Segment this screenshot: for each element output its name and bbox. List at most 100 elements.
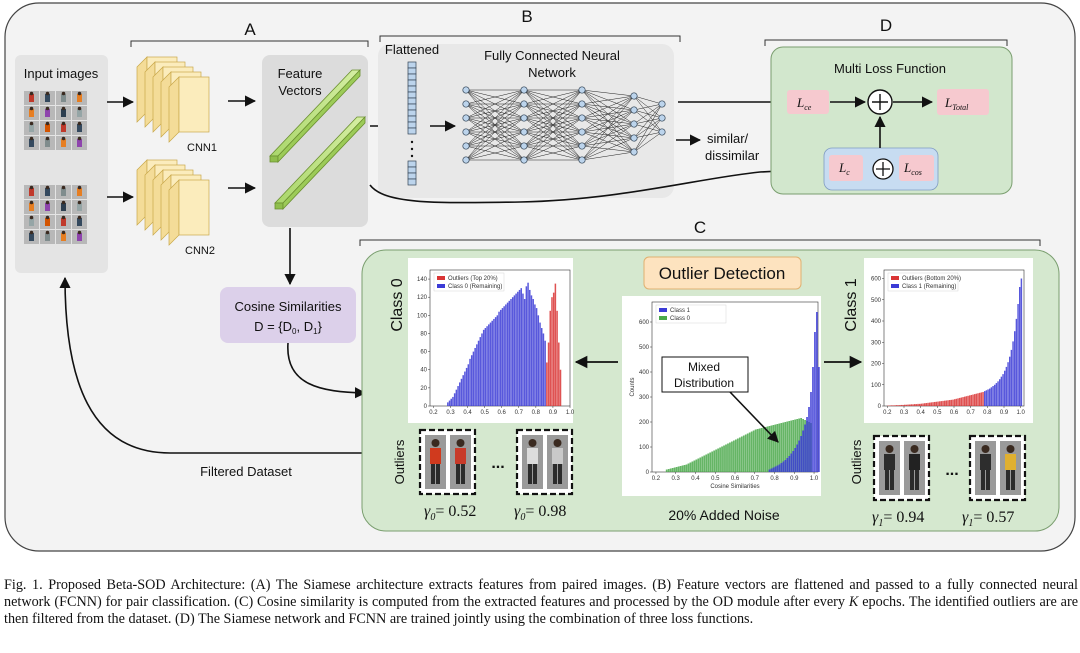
- arrow-mixed-annotation: [729, 391, 779, 443]
- histogram-bar: [900, 404, 903, 406]
- histogram-bar: [917, 403, 919, 406]
- histogram-bar: [447, 402, 449, 406]
- histogram-bar: [671, 468, 674, 472]
- x-tick-label: 0.8: [532, 410, 541, 416]
- histogram-bar: [508, 300, 511, 406]
- nn-node: [630, 106, 638, 114]
- legend-swatch: [891, 284, 899, 288]
- nn-edge: [633, 103, 663, 153]
- histogram-bar: [1019, 287, 1021, 406]
- gamma-label: γ1= 0.57: [962, 509, 1014, 529]
- histogram-bar: [974, 394, 976, 406]
- flattened-label: Flattened: [385, 42, 439, 57]
- histogram-bar: [707, 453, 710, 472]
- histogram-bar: [481, 333, 483, 406]
- nn-node: [462, 86, 470, 94]
- fcnn-panel: [378, 44, 674, 198]
- y-tick-label: 80: [420, 331, 427, 337]
- histogram-bar: [794, 419, 797, 472]
- histogram-bar: [970, 394, 973, 406]
- histogram-bar: [919, 403, 921, 406]
- histogram-bar: [542, 333, 545, 406]
- outlier-pair: [968, 434, 1027, 502]
- ltotal-symbol: LTotal: [944, 95, 969, 112]
- histogram-bar: [954, 399, 956, 406]
- x-tick-label: 0.9: [790, 476, 799, 482]
- nn-edge: [523, 89, 583, 147]
- histogram-bar: [488, 324, 490, 406]
- histogram-bar: [559, 369, 562, 406]
- x-tick-label: 1.0: [1016, 410, 1025, 416]
- histogram-bar: [932, 402, 934, 406]
- histogram-bar: [762, 427, 765, 472]
- histogram-bar: [667, 469, 670, 472]
- arrow-filtered-dataset: [59, 276, 362, 454]
- x-tick-label: 0.6: [731, 476, 740, 482]
- histogram-bar: [925, 403, 928, 406]
- histogram-bar: [1007, 362, 1009, 406]
- histogram-bar: [715, 449, 718, 472]
- nn-node: [658, 128, 666, 136]
- nn-edge: [633, 131, 663, 153]
- histogram-bar: [479, 337, 482, 406]
- x-tick-label: 0.3: [900, 410, 909, 416]
- histogram-bar: [470, 355, 473, 406]
- histogram-bar: [929, 402, 931, 406]
- nn-node: [578, 100, 586, 108]
- y-tick-label: 100: [871, 383, 882, 389]
- y-tick-label: 200: [871, 362, 882, 368]
- arrow-features-lc: [369, 163, 819, 204]
- histogram-bar: [1015, 318, 1018, 406]
- x-tick-label: 0.9: [549, 410, 558, 416]
- histogram-bar: [472, 351, 475, 406]
- histogram-bar: [544, 340, 546, 406]
- histogram-bar: [744, 434, 747, 472]
- histogram-bar: [723, 445, 725, 472]
- x-tick-label: 0.9: [1000, 410, 1009, 416]
- class0-label: Class 0: [389, 278, 406, 331]
- histogram-bar: [969, 395, 971, 406]
- legend-swatch: [891, 276, 899, 280]
- nn-edge: [523, 145, 583, 161]
- histogram-bar: [798, 440, 801, 472]
- y-tick-label: 100: [417, 313, 428, 319]
- histogram-bar: [517, 291, 519, 406]
- nn-edge: [523, 89, 583, 105]
- legend-swatch: [659, 316, 667, 320]
- histogram-bar: [776, 424, 779, 472]
- histogram-bar: [540, 328, 543, 406]
- histogram-bar: [796, 444, 799, 472]
- nn-edge: [581, 95, 635, 161]
- multi-loss-title: Multi Loss Function: [834, 61, 946, 76]
- histogram-bar: [774, 466, 777, 472]
- histogram-bar: [934, 401, 936, 406]
- vector-dot: [410, 147, 414, 151]
- nn-edge: [465, 89, 525, 147]
- y-tick-label: 600: [639, 320, 650, 326]
- histogram-bar: [537, 315, 540, 406]
- vector-cell: [407, 178, 417, 186]
- histogram-bar: [450, 398, 452, 406]
- mixed-distribution-line2: Distribution: [674, 376, 734, 390]
- histogram-bar: [760, 428, 763, 472]
- histogram-bar: [687, 463, 690, 472]
- vector-cell: [407, 85, 417, 93]
- histogram-bar: [685, 464, 688, 472]
- histogram-bar: [806, 417, 808, 472]
- vector-cell: [407, 103, 417, 111]
- histogram-bar: [914, 404, 916, 406]
- histogram-bar: [959, 397, 961, 406]
- x-tick-label: 0.7: [966, 410, 975, 416]
- nn-node: [462, 100, 470, 108]
- nn-node: [630, 120, 638, 128]
- histogram-bar: [731, 441, 733, 472]
- nn-node: [658, 100, 666, 108]
- histogram-bar: [947, 400, 949, 406]
- fcnn-label-line1: Fully Connected Neural: [484, 48, 620, 63]
- histogram-bar: [997, 381, 999, 406]
- x-tick-label: 0.3: [672, 476, 681, 482]
- section-label-c: C: [694, 218, 706, 237]
- histogram-bar: [683, 465, 686, 472]
